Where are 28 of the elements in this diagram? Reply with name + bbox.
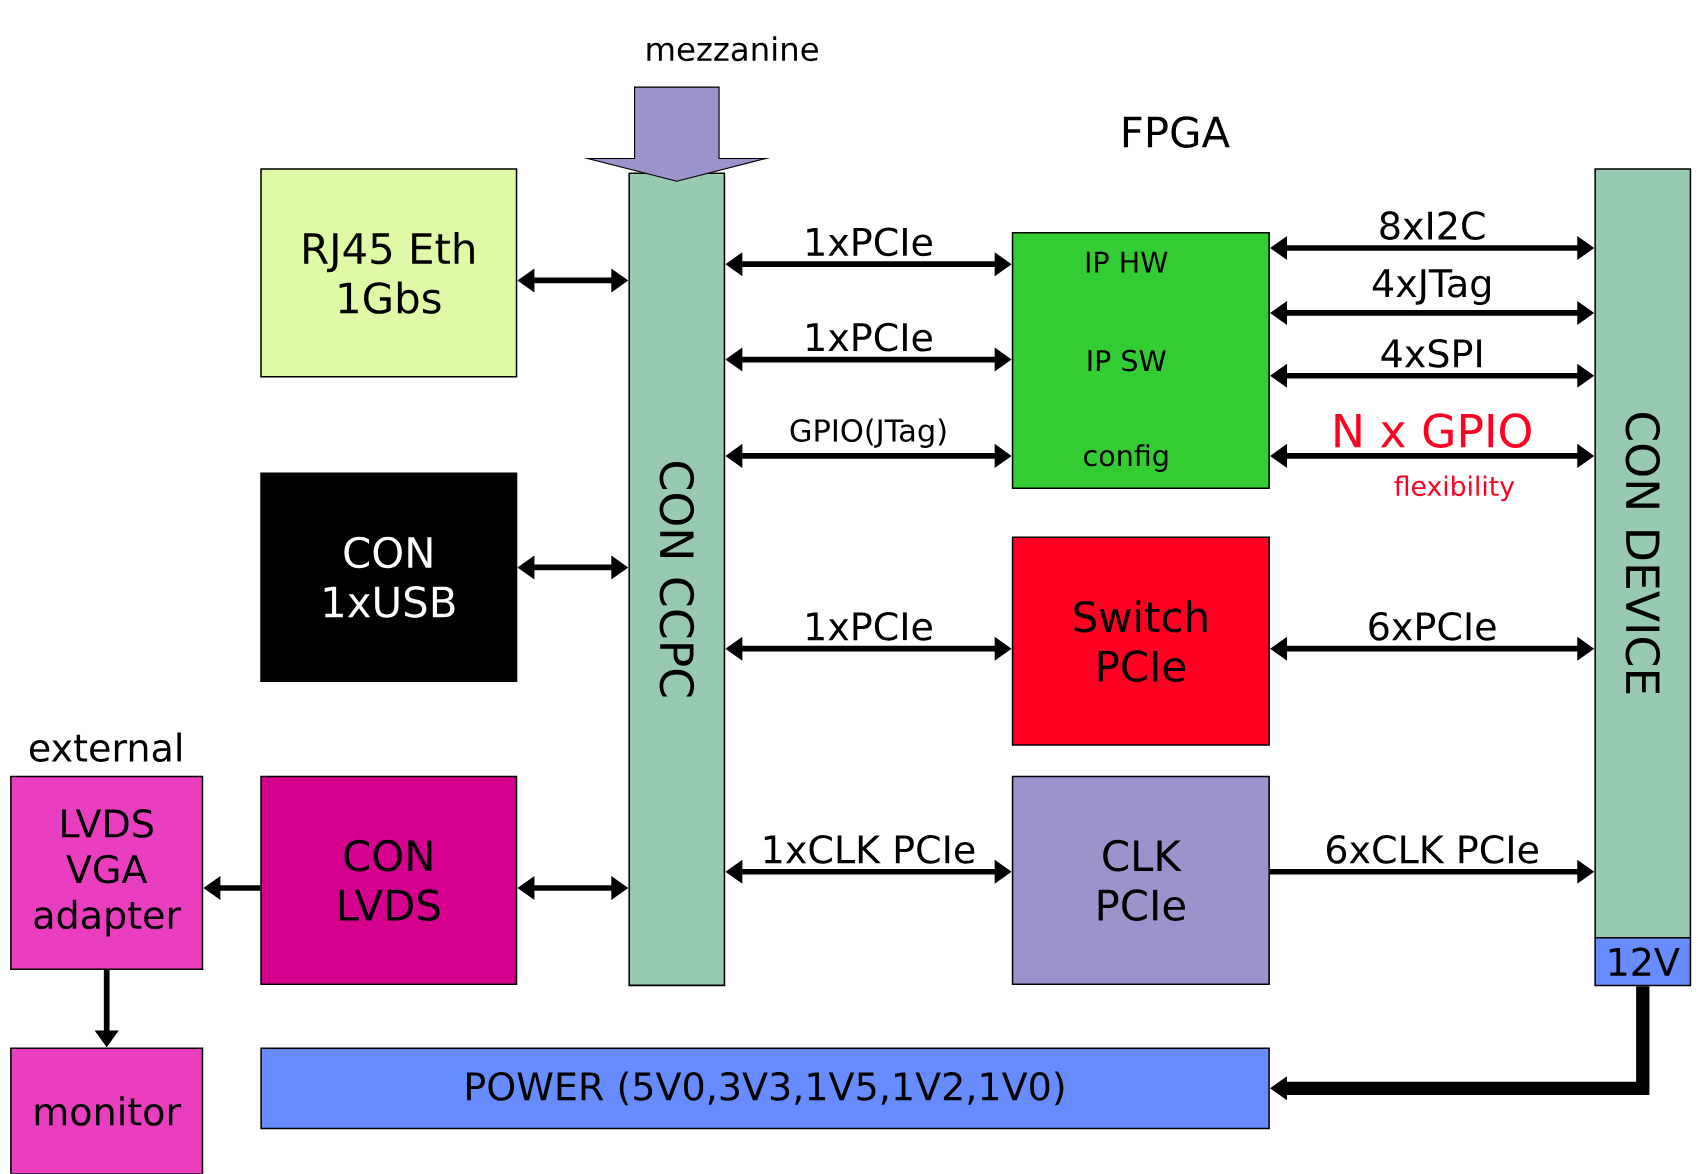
note-text: flexibility [1394,475,1515,502]
edge-label: 6xCLK PCIe [1322,833,1542,866]
adapter-box: external LVDS VGA adapter [10,732,204,970]
fpga-box: FPGA IP HW IP SW config [1011,116,1270,490]
edge-label: 1xCLK PCIe [758,833,979,866]
edge-label: 4xSPI [1377,337,1487,370]
block-box: CLK PCIe [1011,775,1270,986]
edge-label: 4xJTag [1369,267,1496,307]
edge-label: GPIO(JTag) [787,416,950,450]
edge-label: 1xPCIe [801,320,936,354]
connector-bar: CON CCPC [628,172,726,987]
node-label: FPGA [1123,116,1230,149]
connector-bar: CON DEVICE [1594,168,1692,939]
node-label: external [29,732,181,762]
block-arrow [583,86,771,182]
edge-label: 1xPCIe [801,225,936,259]
block-box: RJ45 Eth 1Gbs [260,168,518,378]
block-box: CON 1xUSB [260,472,518,682]
caption-text: mezzanine [647,36,818,62]
block-box: Switch PCIe [1011,536,1270,746]
block-box: CON LVDS [260,775,518,986]
voltage-box: 12V [1594,937,1692,987]
edge-label: 1xPCIe [801,610,936,643]
edge-label: N x GPIO [1329,411,1536,450]
monitor-box: monitor [10,1047,204,1174]
edge-label: 8xI2C [1375,209,1489,242]
power-box: POWER (5V0,3V3,1V5,1V2,1V0) [260,1047,1270,1130]
edge-label: 6xPCIe [1364,610,1500,643]
